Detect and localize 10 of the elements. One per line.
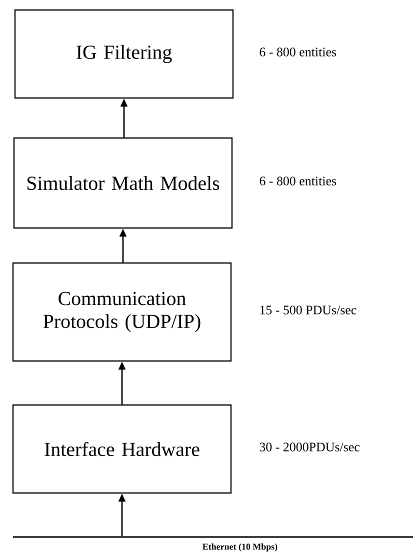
rate-label: 6 - 800 entities [260, 176, 336, 186]
process-box: Communication Protocols (UDP/IP) [12, 262, 232, 362]
network-bus: Ethernet (10 Mbps) [13, 536, 413, 552]
rate-label: 6 - 800 entities [260, 48, 336, 56]
process-box: Simulator Math Models [13, 137, 233, 229]
rate-label: 30 - 2000PDUs/sec [260, 442, 360, 452]
node-label: Ethernet (10 Mbps) [202, 543, 278, 552]
rate-label: 15 - 500 PDUs/sec [260, 306, 356, 314]
process-box: IG Filtering [14, 9, 234, 99]
process-box: Interface Hardware [12, 404, 232, 494]
